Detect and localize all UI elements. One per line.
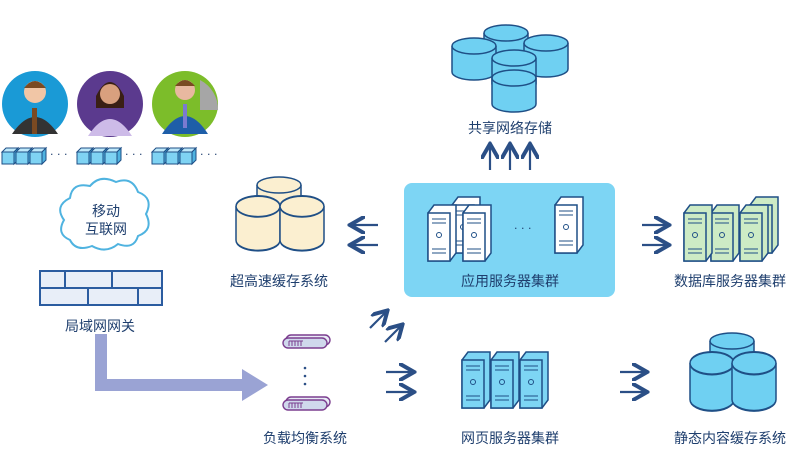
- load-balancer-label: 负载均衡系统: [263, 431, 347, 447]
- web-cluster-label: 网页服务器集群: [461, 431, 559, 447]
- app-cluster-label: 应用服务器集群: [461, 274, 559, 290]
- ellipsis-1: · · ·: [50, 148, 68, 161]
- flow-arrows: [352, 146, 667, 392]
- shared-storage-icon: [451, 24, 569, 113]
- cloud-icon: [59, 177, 150, 251]
- user-avatar-3: [152, 71, 219, 137]
- mobile-label-line1: 移动: [92, 204, 120, 220]
- static-cache-label: 静态内容缓存系统: [674, 431, 786, 447]
- device-cubes-1: [1, 147, 47, 165]
- gateway-label: 局域网网关: [65, 319, 135, 335]
- ellipsis-3: · · ·: [200, 148, 218, 161]
- cache-icon: [235, 176, 325, 252]
- gateway-flow-arrow: [95, 334, 268, 401]
- mobile-label-line2: 互联网: [85, 222, 127, 238]
- mobile-internet-label: 移动 互联网: [85, 203, 127, 239]
- static-cache-icon: [688, 332, 778, 412]
- cache-label: 超高速缓存系统: [230, 274, 328, 290]
- firewall-icon: [39, 270, 163, 306]
- ellipsis-app: · · ·: [514, 222, 532, 235]
- db-server-icon: [683, 196, 779, 262]
- device-cubes-3: [151, 147, 197, 165]
- ellipsis-2: · · ·: [125, 148, 143, 161]
- device-cubes-2: [76, 147, 122, 165]
- web-server-icon: [461, 351, 549, 409]
- load-balancer-icon: [282, 334, 331, 411]
- user-avatar-1: [2, 71, 68, 137]
- db-cluster-label: 数据库服务器集群: [674, 274, 786, 290]
- shared-storage-label: 共享网络存储: [468, 121, 552, 137]
- user-avatar-2: [77, 71, 143, 137]
